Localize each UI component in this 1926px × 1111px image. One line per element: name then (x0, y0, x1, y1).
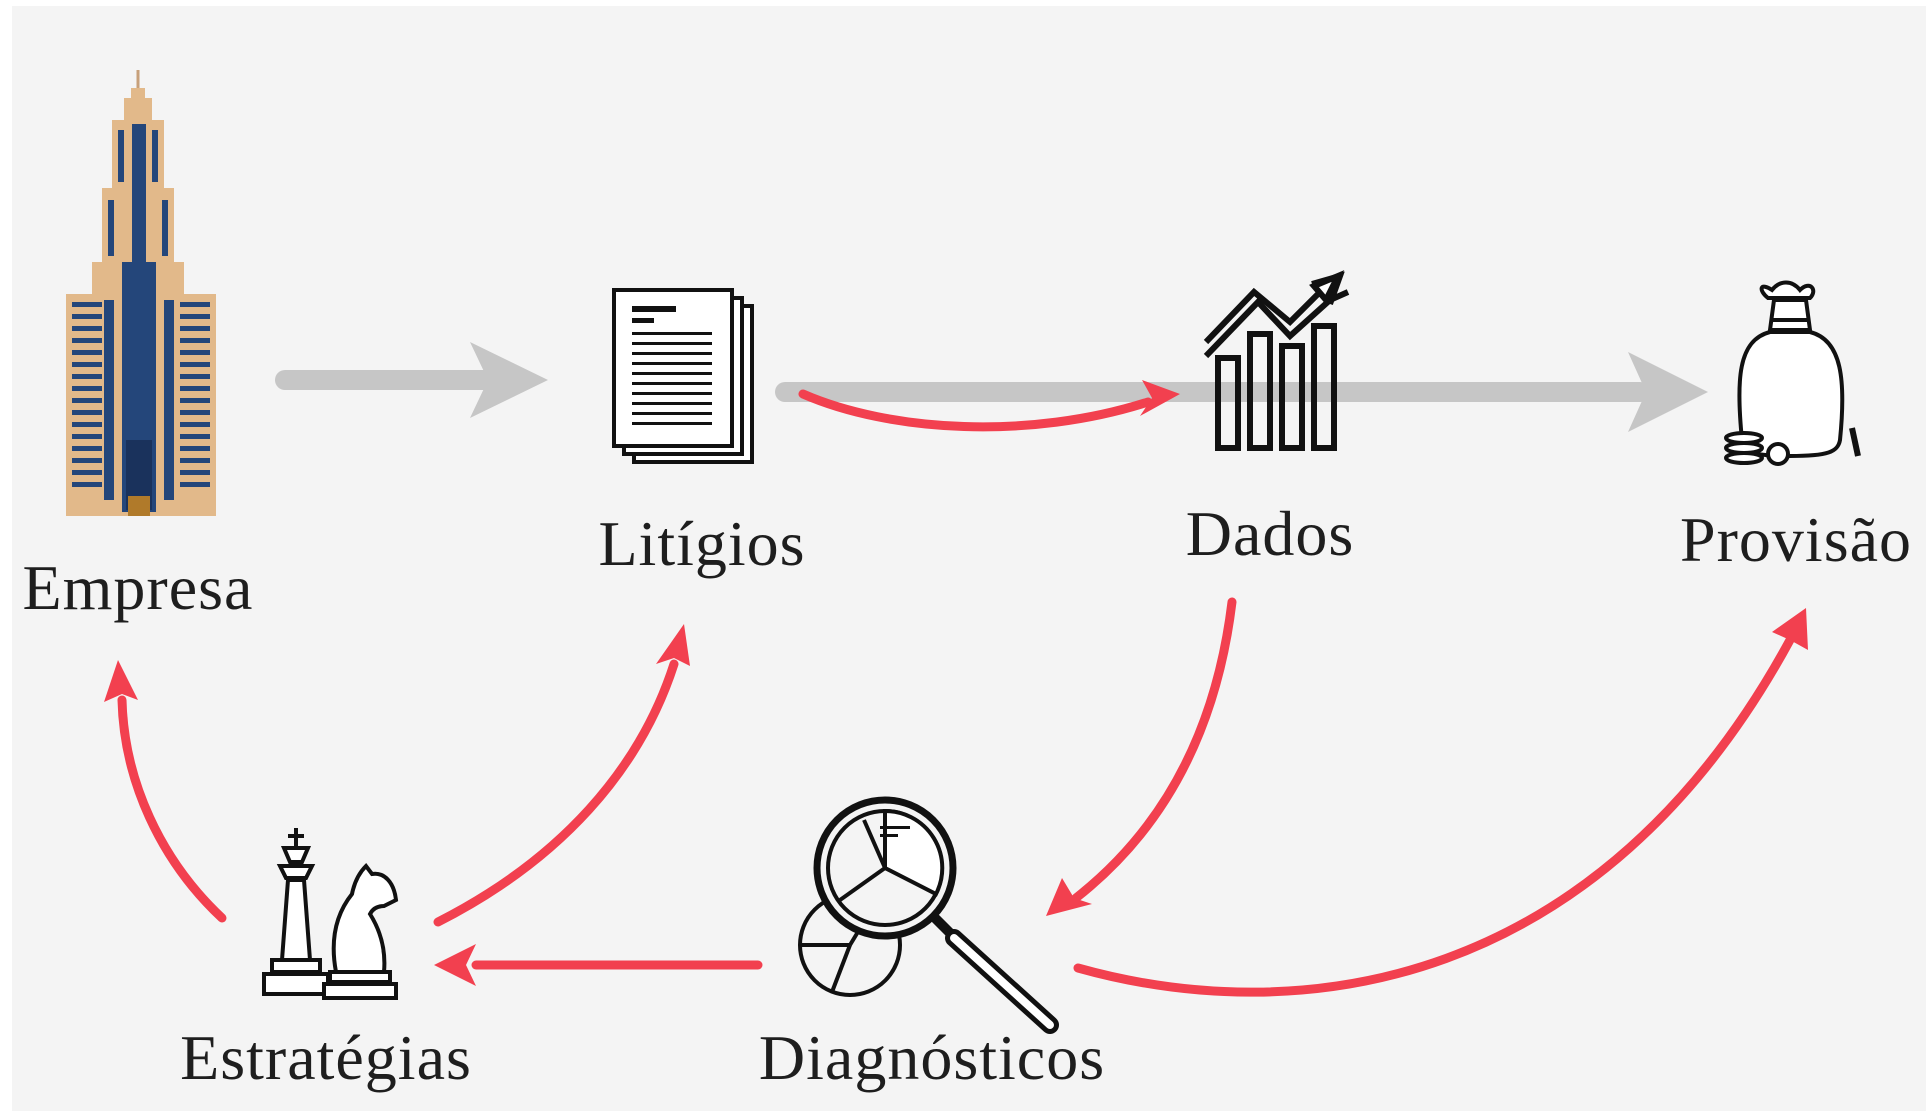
node-label-litigios: Litígios (598, 508, 806, 579)
edge-litigios-provisao (775, 352, 1708, 432)
documents-icon (612, 288, 754, 464)
node-label-dados: Dados (1185, 498, 1355, 569)
diagram-background (12, 6, 1926, 1111)
edge-dados-diagnosticos (1046, 597, 1237, 916)
edge-empresa-litigios (275, 342, 548, 418)
node-label-diagnosticos: Diagnósticos (758, 1022, 1106, 1093)
chess-king-knight-icon (262, 828, 399, 1000)
node-label-provisao: Provisão (1680, 504, 1912, 575)
skyscraper-icon (66, 70, 216, 516)
node-label-empresa: Empresa (22, 552, 254, 623)
magnifier-pie-chart-icon (798, 796, 1059, 1034)
node-label-estrategias: Estratégias (180, 1022, 472, 1093)
edge-litigios-dados (798, 380, 1180, 432)
edge-estrategias-litigios (433, 624, 690, 927)
bar-chart-trend-icon (1203, 270, 1350, 451)
edge-estrategias-empresa (104, 660, 227, 923)
edge-diagnosticos-provisao (1073, 608, 1808, 997)
money-bag-icon (1724, 280, 1861, 466)
edge-diagnosticos-estrategias (434, 944, 763, 986)
